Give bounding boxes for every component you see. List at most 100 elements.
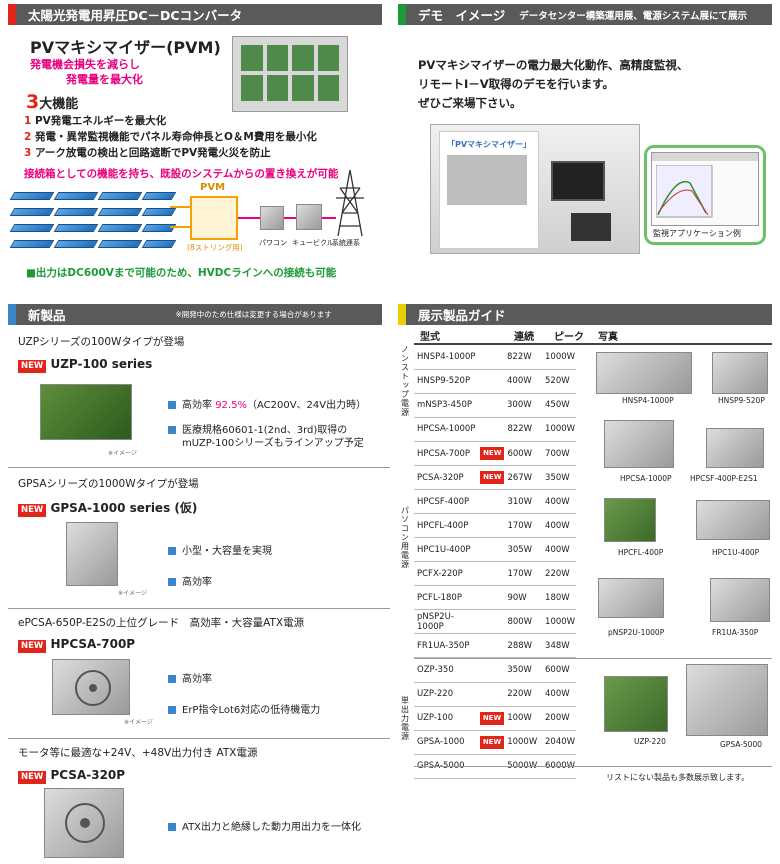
continuous-cell: 822W [504, 345, 542, 370]
guide-header-rule [414, 343, 772, 345]
hnsp9-image [712, 352, 768, 394]
continuous-cell: 800W [504, 609, 543, 634]
guide-column-headers: 型式 連続 ピーク 写真 [420, 332, 618, 343]
hpcfl400-caption: HPCFL-400P [618, 548, 664, 557]
functions-title: 3大機能 [26, 91, 79, 113]
uzp100-intro: UZPシリーズの100Wタイプが登場 [18, 336, 185, 348]
pnsp2u1000-image [598, 578, 664, 618]
model-cell: HPC1U-400P [414, 537, 478, 562]
pnsp2u1000-caption: pNSP2U-1000P [608, 628, 665, 637]
monitor-app-caption: 監視アプリケーション例 [653, 229, 741, 238]
hpc1u400-image [696, 500, 770, 540]
replacement-note: 接続箱としての機能を持ち、既設のシステムからの置き換えが可能 [24, 168, 339, 180]
hvdc-note: ■出力はDC600Vまで可能のため、HVDCラインへの接続も可能 [26, 267, 337, 279]
model-cell: HPCFL-400P [414, 513, 478, 538]
cubicle-image [296, 204, 322, 230]
new-badge: NEW [480, 471, 505, 484]
uzp220-image [604, 676, 668, 732]
hpcsa700-intro: ePCSA-650P-E2Sの上位グレード 高効率・大容量ATX電源 [18, 617, 305, 629]
new-badge: NEW [480, 447, 505, 460]
model-cell: HPCSA-700P [414, 441, 478, 466]
pvm-label: PVM [200, 182, 226, 193]
continuous-cell: 310W [504, 489, 543, 514]
peak-cell: 520W [542, 369, 576, 394]
pvm-cabinet-photo [232, 36, 348, 112]
string-label: (8ストリング用) [187, 243, 243, 252]
model-cell: UZP-100 [414, 706, 477, 731]
model-cell: PCSA-320P [414, 465, 478, 490]
solar-header: 太陽光発電用昇圧DC－DCコンバータ [8, 4, 382, 25]
hpcsf400-caption: HPCSF-400P-E2S1 [690, 474, 758, 483]
monitor-app-screenshot: 監視アプリケーション例 [644, 145, 766, 245]
continuous-cell: 300W [504, 393, 542, 418]
grid-label: 系統連系 [332, 239, 360, 247]
continuous-cell: 220W [504, 682, 543, 707]
peak-cell: 450W [542, 393, 576, 418]
model-cell: mNSP3-450P [414, 393, 478, 418]
gpsa1000-intro: GPSAシリーズの1000Wタイプが登場 [18, 478, 199, 490]
gpsa5000-caption: GPSA-5000 [720, 740, 762, 749]
continuous-cell: 305W [504, 537, 543, 562]
hpcsa700-bullet-2: ErP指令Lot6対応の低待機電力 [168, 701, 320, 716]
model-cell: PCFL-180P [414, 585, 478, 610]
uzp100-image [40, 384, 132, 440]
continuous-cell: 90W [504, 585, 543, 610]
pvm-tagline-1: 発電機会損失を減らし [30, 58, 140, 71]
peak-cell: 400W [542, 537, 576, 562]
gpsa1000-image [66, 522, 118, 586]
pvm-title: PVマキシマイザー(PVM) [30, 38, 221, 57]
continuous-cell: 600W [504, 441, 543, 466]
hpcsa1000-image [604, 420, 674, 468]
peak-cell: 1000W [542, 609, 576, 634]
cubicle-label: キュービクル [292, 239, 334, 247]
guide-bottom-rule [414, 766, 772, 767]
uzp100-bullet-1: 高効率 92.5%（AC200V、24V出力時） [168, 396, 366, 411]
continuous-cell: 350W [504, 658, 543, 683]
hpcsa700-image [52, 659, 130, 715]
model-cell: HNSP9-520P [414, 369, 478, 394]
new-products-header: 新製品※開発中のため仕様は変更する場合があります [8, 304, 382, 325]
demo-description: PVマキシマイザーの電力最大化動作、高精度監視、 リモートI－V取得のデモを行い… [418, 58, 689, 110]
transmission-tower-icon [336, 169, 364, 237]
fr1ua350-caption: FR1UA-350P [712, 628, 759, 637]
peak-cell: 600W [542, 658, 576, 683]
continuous-cell: 288W [504, 633, 543, 658]
guide-group-label: 単出力電源 [400, 695, 410, 741]
function-list: 1 PV発電エネルギーを最大化 2 発電・異常監視機能でパネル寿命伸長とO＆M費… [24, 113, 317, 161]
hpcsa700-image-note: ※イメージ [124, 719, 153, 726]
continuous-cell: 822W [504, 417, 543, 442]
peak-cell: 348W [542, 633, 576, 658]
guide-header: 展示製品ガイド [398, 304, 772, 325]
guide-group-label: パソコン用電源 [400, 506, 410, 570]
peak-cell: 350W [542, 465, 576, 490]
peak-cell: 180W [542, 585, 576, 610]
model-cell: FR1UA-350P [414, 633, 478, 658]
uzp220-caption: UZP-220 [634, 737, 666, 746]
hpcsf400-image [706, 428, 764, 468]
gpsa5000-image [686, 664, 768, 736]
uzp100-name: NEW UZP-100 series [18, 357, 152, 373]
model-cell: HPCSA-1000P [414, 417, 478, 442]
peak-cell: 200W [542, 706, 576, 731]
function-2: 2 発電・異常監視機能でパネル寿命伸長とO＆M費用を最小化 [24, 131, 317, 143]
continuous-cell: 400W [504, 369, 542, 394]
hpcsa1000-caption: HPCSA-1000P [620, 474, 672, 483]
model-cell: PCFX-220P [414, 561, 478, 586]
guide-footer: リストにない製品も多数展示致します。 [606, 773, 750, 782]
peak-cell: 220W [542, 561, 576, 586]
